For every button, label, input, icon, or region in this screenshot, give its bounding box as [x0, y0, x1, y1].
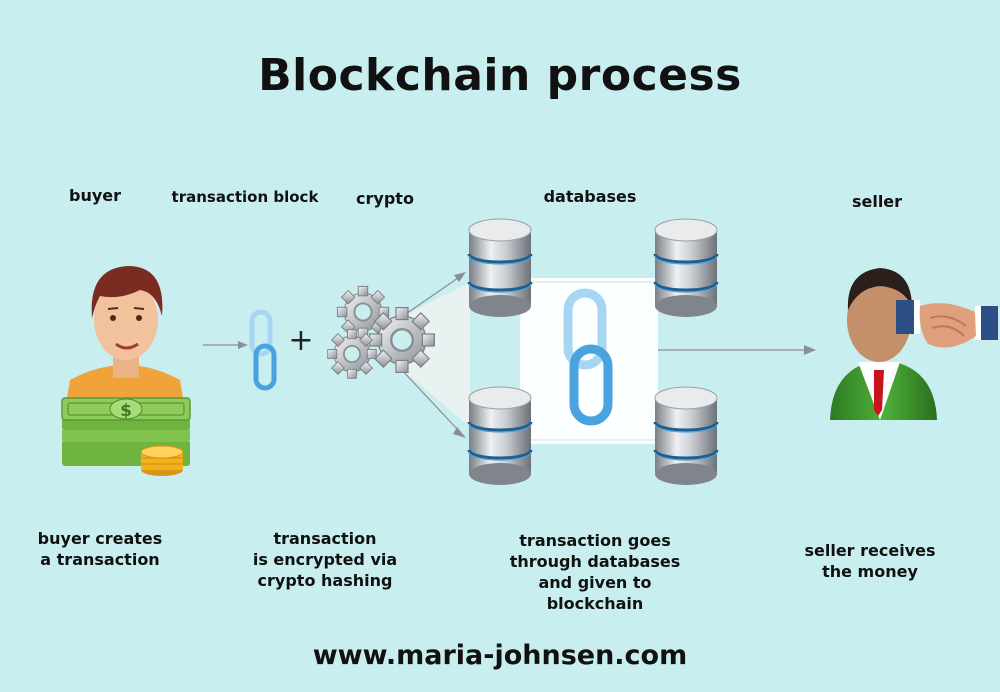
caption-databases-line-2: through databases [509, 552, 681, 571]
label-databases: databases [543, 187, 637, 206]
page-title: Blockchain process [258, 50, 742, 101]
coin-stack-icon [140, 445, 184, 476]
chain-link-icon [249, 309, 277, 391]
caption-buyer: buyer creates a transaction [20, 528, 180, 570]
database-icon-top-left [467, 217, 533, 319]
label-buyer: buyer [68, 186, 121, 205]
caption-encrypt-line-3: crypto hashing [257, 571, 393, 590]
handshake-icon [896, 300, 998, 348]
caption-databases-line-4: blockchain [546, 594, 644, 613]
caption-databases-line-3: and given to [538, 573, 652, 592]
label-transaction-block: transaction block [171, 188, 319, 206]
caption-seller-line-2: the money [822, 562, 918, 581]
website-url: www.maria-johnsen.com [312, 640, 688, 671]
buyer-person-icon [65, 266, 185, 410]
caption-buyer-line-2: a transaction [40, 550, 160, 569]
label-crypto: crypto [356, 189, 414, 208]
caption-databases: transaction goes through databases and g… [490, 530, 700, 614]
caption-encrypt-line-1: transaction [273, 529, 377, 548]
caption-seller: seller receives the money [775, 540, 965, 582]
gears-icon [326, 285, 436, 380]
arrow-to-top-db [399, 277, 459, 319]
plus-sign: + [288, 323, 313, 358]
caption-seller-line-1: seller receives [804, 541, 936, 560]
dollar-sign: $ [120, 401, 132, 421]
businessman-icon [830, 268, 937, 420]
caption-buyer-line-1: buyer creates [37, 529, 163, 548]
label-seller: seller [851, 192, 903, 211]
database-icon-bottom-right [653, 385, 719, 487]
caption-encrypt-line-2: is encrypted via [252, 550, 398, 569]
blockchain-link-icon [563, 288, 613, 426]
database-icon-bottom-left [467, 385, 533, 487]
database-icon-top-right [653, 217, 719, 319]
caption-encrypt: transaction is encrypted via crypto hash… [230, 528, 420, 591]
arrow-to-bottom-db [399, 367, 459, 431]
caption-databases-line-1: transaction goes [519, 531, 671, 550]
money-stack-icon: $ [61, 397, 191, 476]
